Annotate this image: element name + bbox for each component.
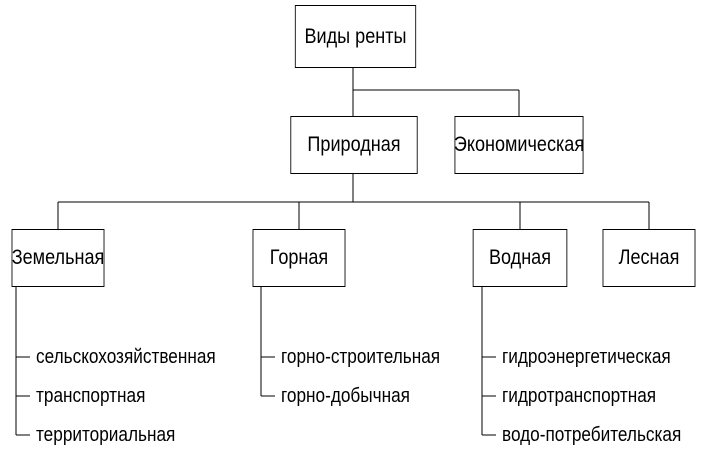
item-vodo-potrebitelskaya: водо-потребительская [502,424,682,446]
item-territorialnaya: территориальная [36,424,176,446]
node-gornaya: Горная [252,229,346,287]
node-root: Виды ренты [294,5,417,68]
node-prirodnaya: Природная [290,116,418,174]
node-zemelnaya: Земельная [11,229,105,287]
node-vodnaya: Водная [472,229,568,287]
item-gidroenergeticheskaya: гидроэнергетическая [502,346,671,368]
item-gidrotransportnaya: гидротранспортная [502,385,657,407]
item-gorno-stroitelnaya: горно-строительная [281,346,441,368]
item-transportnaya: транспортная [36,385,146,407]
node-ekonomicheskaya: Экономическая [454,116,584,174]
item-selskokhozyaystvennaya: сельскохозяйственная [36,346,216,368]
node-lesnaya: Лесная [602,229,696,287]
item-gorno-dobychnaya: горно-добычная [281,385,410,407]
